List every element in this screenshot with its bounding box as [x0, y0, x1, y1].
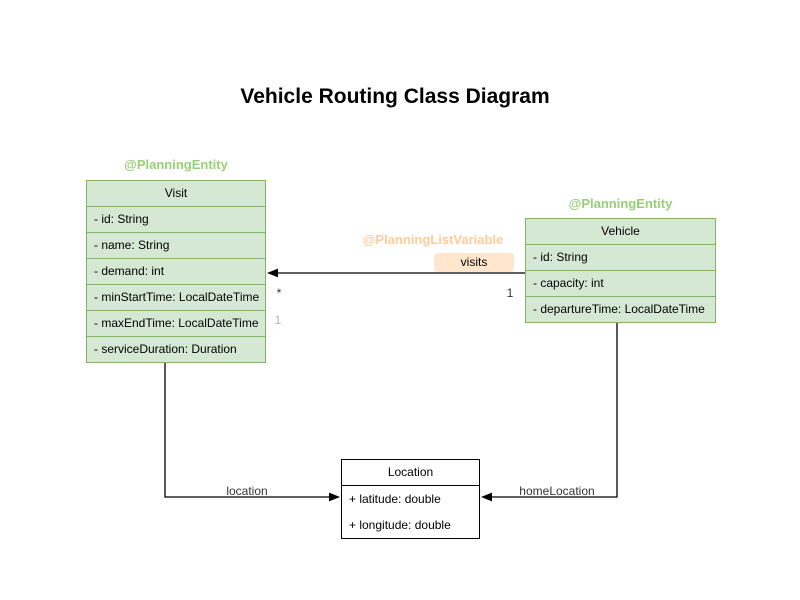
- visit-planning-entity-annotation: @PlanningEntity: [124, 157, 228, 172]
- class-location-name: Location: [342, 460, 479, 486]
- class-visit: Visit - id: String - name: String - dema…: [86, 180, 266, 363]
- visits-list-index-label: 1: [274, 313, 282, 327]
- class-vehicle: Vehicle - id: String - capacity: int - d…: [525, 218, 716, 323]
- vehicle-planning-entity-annotation: @PlanningEntity: [568, 196, 673, 211]
- class-visit-attribute-row: - id: String: [87, 206, 265, 232]
- location-edge-label: location: [226, 484, 268, 498]
- class-vehicle-attribute-row: - id: String: [526, 244, 715, 270]
- class-vehicle-attribute-row: - departureTime: LocalDateTime: [526, 296, 715, 322]
- class-visit-attribute-row: - name: String: [87, 232, 265, 258]
- edge-home-location: [481, 322, 618, 502]
- class-location-attribute-row: + longitude: double: [349, 518, 451, 532]
- edge-location: [164, 361, 340, 502]
- class-visit-attribute-row: - demand: int: [87, 258, 265, 284]
- class-location-attribute-row: + latitude: double: [349, 492, 441, 506]
- diagram-title: Vehicle Routing Class Diagram: [240, 85, 550, 108]
- visits-multiplicity-star: *: [276, 286, 282, 300]
- visits-edge-label: visits: [434, 253, 514, 272]
- class-location: Location + latitude: double + longitude:…: [341, 459, 480, 539]
- class-visit-attribute-row: - maxEndTime: LocalDateTime: [87, 310, 265, 336]
- class-visit-attribute-row: - serviceDuration: Duration: [87, 336, 265, 362]
- home-location-edge-label: homeLocation: [519, 484, 595, 498]
- visits-multiplicity-one: 1: [506, 286, 514, 300]
- class-vehicle-name: Vehicle: [601, 224, 640, 238]
- class-visit-name: Visit: [164, 186, 188, 200]
- class-visit-attribute-row: - minStartTime: LocalDateTime: [87, 284, 265, 310]
- planning-list-variable-annotation: @PlanningListVariable: [362, 232, 504, 247]
- class-vehicle-attribute-row: - capacity: int: [526, 270, 715, 296]
